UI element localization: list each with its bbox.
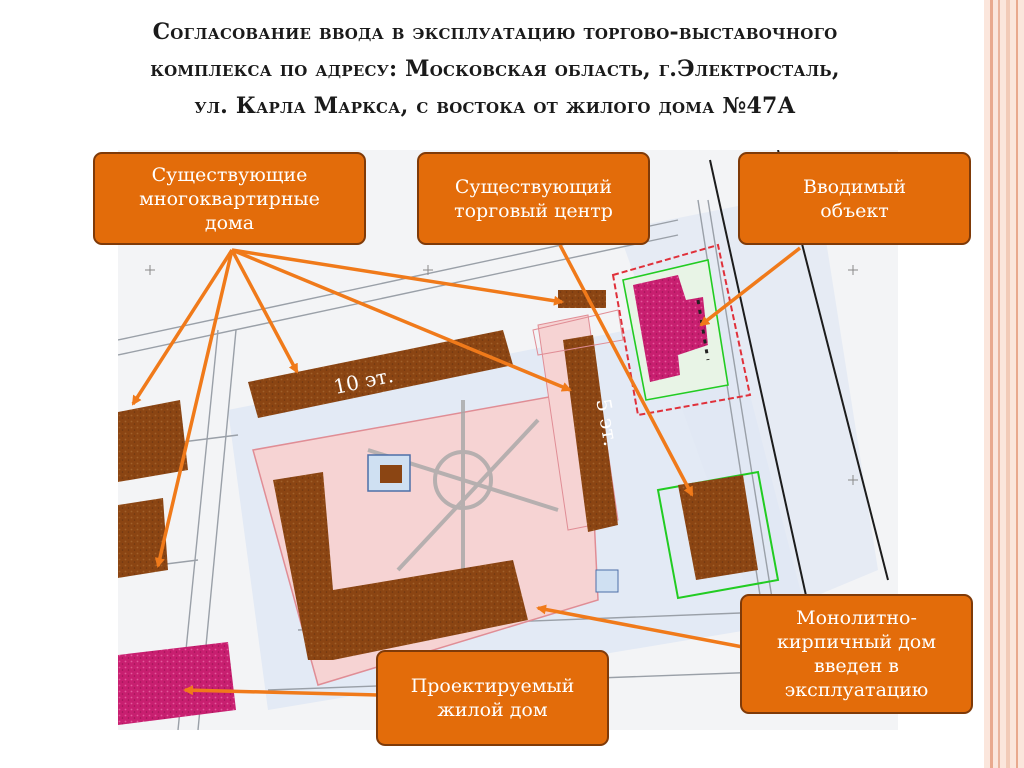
small-building-top bbox=[558, 290, 606, 308]
monolith-house bbox=[678, 475, 758, 580]
callout-projected-house: Проектируемый жилой дом bbox=[376, 650, 609, 746]
title-line-3: ул. Карла Маркса, с востока от жилого до… bbox=[194, 93, 796, 119]
apartment-west bbox=[118, 400, 188, 482]
small-square bbox=[595, 569, 619, 593]
callout-new-object: Вводимый объект bbox=[738, 152, 971, 245]
callout-existing-apartments-text: Существующие многоквартирные дома bbox=[139, 163, 320, 234]
callout-monolith-house-text: Монолитно- кирпичный дом введен в эксплу… bbox=[777, 607, 936, 701]
callout-existing-mall: Существующий торговый центр bbox=[417, 152, 650, 245]
callout-existing-mall-text: Существующий торговый центр bbox=[454, 175, 613, 222]
slide-border-stripes bbox=[984, 0, 1024, 768]
apartment-west-2 bbox=[118, 498, 168, 578]
callout-new-object-text: Вводимый объект bbox=[802, 175, 907, 222]
slide-title: Согласование ввода в эксплуатацию торгов… bbox=[40, 14, 950, 125]
callout-projected-house-text: Проектируемый жилой дом bbox=[410, 675, 575, 721]
projected-house bbox=[273, 472, 528, 660]
title-line-2: комплекса по адресу: Московская область,… bbox=[150, 56, 840, 82]
rail-line bbox=[709, 159, 819, 651]
callout-monolith-house: Монолитно- кирпичный дом введен в эксплу… bbox=[740, 594, 973, 714]
magenta-building-sw bbox=[118, 642, 236, 725]
title-line-1: Согласование ввода в эксплуатацию торгов… bbox=[152, 19, 838, 45]
callout-existing-apartments: Существующие многоквартирные дома bbox=[93, 152, 366, 245]
